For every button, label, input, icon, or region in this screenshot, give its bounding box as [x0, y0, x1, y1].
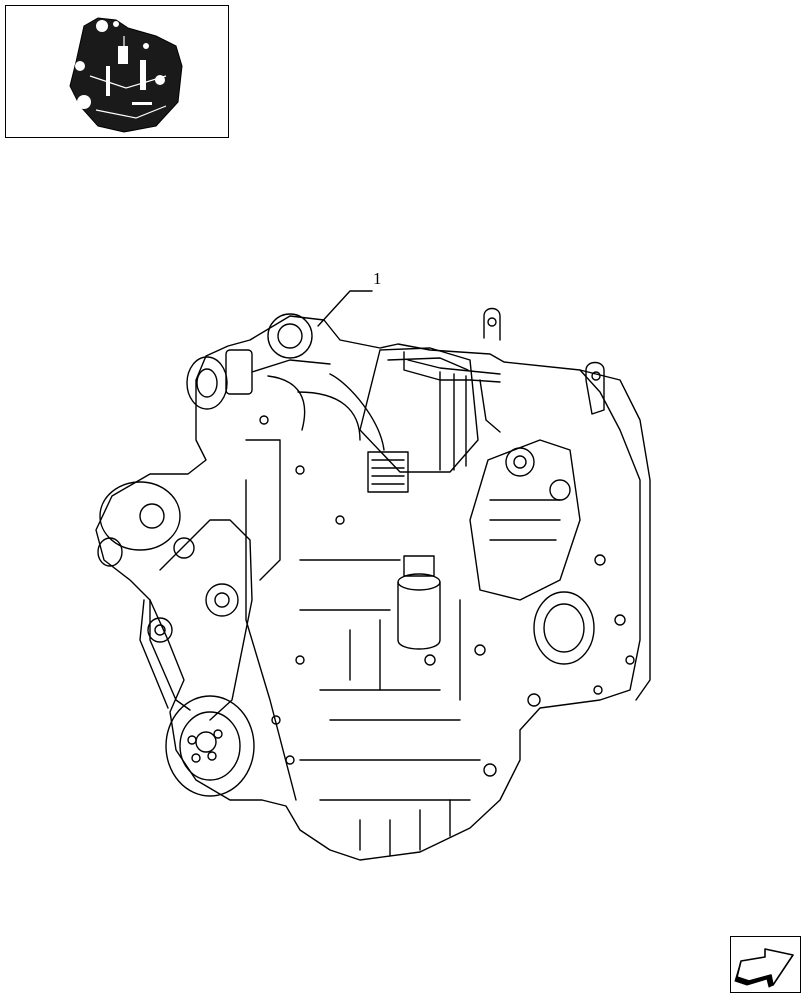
engine-thumbnail-icon — [69, 17, 183, 133]
next-page-button[interactable] — [730, 936, 801, 993]
callout-label-1: 1 — [373, 269, 382, 288]
next-page-arrow-icon — [734, 948, 794, 988]
callout-leader-line — [317, 290, 373, 327]
engine-outline — [95, 315, 641, 861]
engine-thumbnail[interactable] — [5, 5, 229, 138]
